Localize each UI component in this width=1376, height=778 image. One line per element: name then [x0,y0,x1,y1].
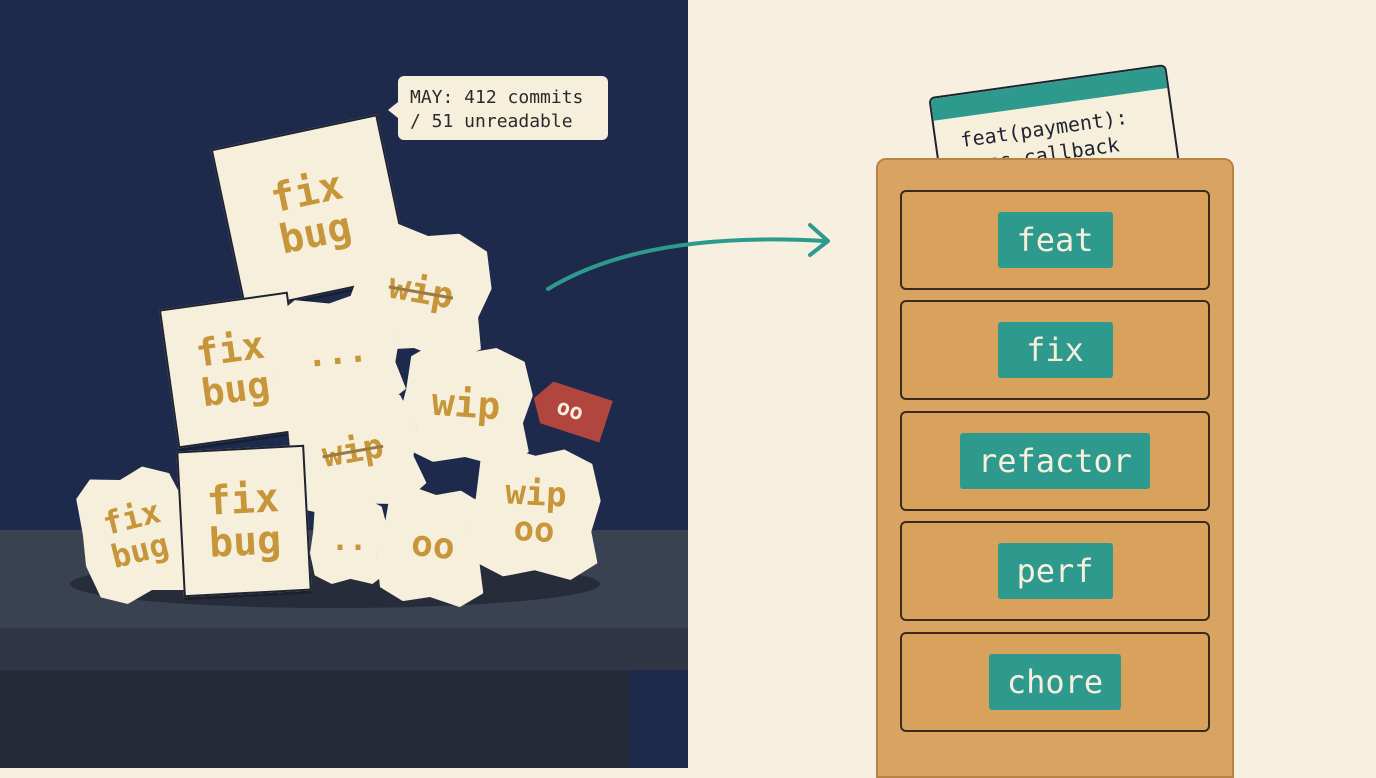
drawer-chore[interactable]: chore [900,632,1210,732]
note-dots-low: .. [310,498,388,584]
callout-line-1: MAY: 412 commits [410,87,584,108]
drawer-label: fix [997,322,1113,378]
desk-edge [0,628,688,670]
drawer-feat[interactable]: feat [900,190,1210,290]
drawer-label: refactor [959,433,1151,489]
note-line: bug [207,517,283,567]
note-line: fix [205,475,281,525]
drawer-label: perf [997,543,1113,599]
note-line: oo [409,522,457,569]
drawer-label: feat [997,212,1113,268]
oo-price-tag: oo [527,377,613,442]
note-line: wip [430,379,502,429]
note-line: ... [304,330,370,377]
note-line: oo [512,508,556,552]
transform-arrow-icon [546,223,830,291]
drawer-refactor[interactable]: refactor [900,411,1210,511]
note-line: wip [319,426,387,477]
note-line: bug [198,362,273,416]
tag-label: oo [553,394,587,426]
commit-stats-callout: MAY: 412 commits / 51 unreadable [388,76,608,140]
drawer-fix[interactable]: fix [900,300,1210,400]
desk-front [0,670,630,768]
drawer-label: chore [988,654,1122,710]
note-line: wip [385,265,457,318]
drawer-perf[interactable]: perf [900,521,1210,621]
note-wip-mid: wip [396,342,536,469]
callout-line-2: / 51 unreadable [410,111,573,132]
note-line: wip [504,472,568,516]
note-line: .. [330,523,368,559]
